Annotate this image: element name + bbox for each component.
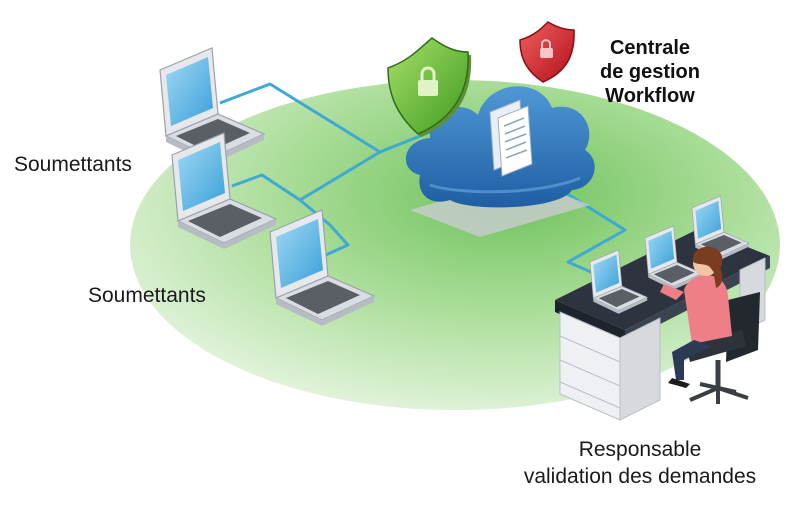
lock-shield-icon (387, 37, 472, 137)
central-label-line-3: Workflow (605, 85, 695, 107)
lock-shield-icon-alert (519, 21, 575, 83)
submitters-label-top: Soumettants (14, 153, 132, 176)
central-label-line-1: Centrale (609, 37, 691, 59)
central-label: Centrale de gestion Workflow (575, 36, 725, 108)
central-label-line-2: de gestion (599, 61, 700, 83)
network-connections (219, 82, 627, 280)
submitters-label-bottom: Soumettants (88, 284, 206, 307)
document-icon (489, 99, 533, 177)
person-at-desk (660, 246, 760, 404)
responsible-label-line-1: Responsable (578, 438, 702, 461)
responsible-label-line-2: validation des demandes (523, 465, 757, 488)
responsible-label: Responsable validation des demandes (490, 436, 790, 490)
